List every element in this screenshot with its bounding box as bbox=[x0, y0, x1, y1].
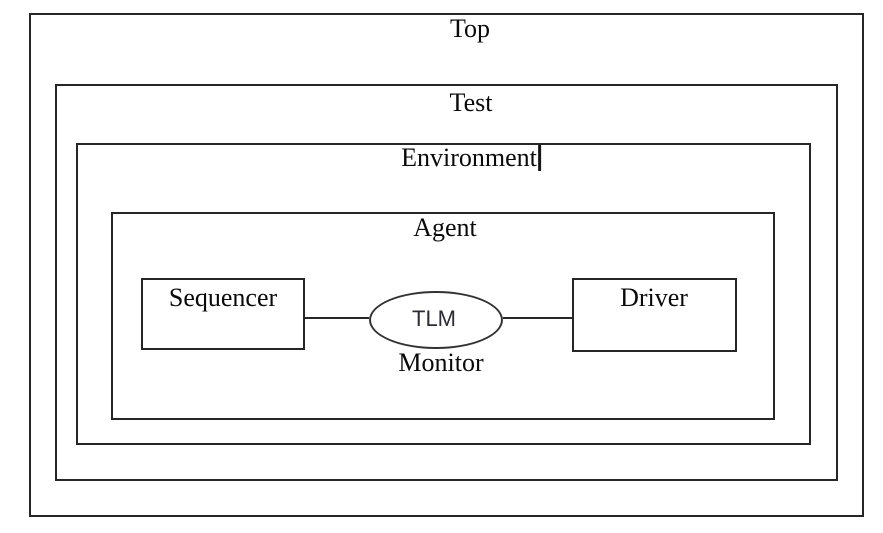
test-container-box bbox=[55, 84, 838, 481]
environment-label-group: Environment bbox=[401, 145, 541, 171]
agent-container-box bbox=[111, 212, 775, 420]
tlm-label: TLM bbox=[412, 306, 456, 331]
tlm-to-driver-connector bbox=[503, 317, 572, 319]
agent-label: Agent bbox=[413, 213, 477, 242]
text-caret bbox=[537, 145, 541, 171]
test-label: Test bbox=[449, 88, 493, 117]
sequencer-box bbox=[141, 278, 305, 350]
tlm-ellipse bbox=[369, 291, 503, 349]
monitor-label: Monitor bbox=[398, 348, 484, 377]
sequencer-to-tlm-connector bbox=[305, 317, 369, 319]
sequencer-label: Sequencer bbox=[168, 283, 278, 312]
driver-label: Driver bbox=[620, 283, 688, 312]
top-container-box bbox=[29, 13, 864, 517]
environment-label: Environment bbox=[401, 143, 537, 172]
top-label: Top bbox=[449, 14, 491, 43]
driver-box bbox=[572, 278, 737, 352]
environment-container-box bbox=[76, 143, 811, 445]
